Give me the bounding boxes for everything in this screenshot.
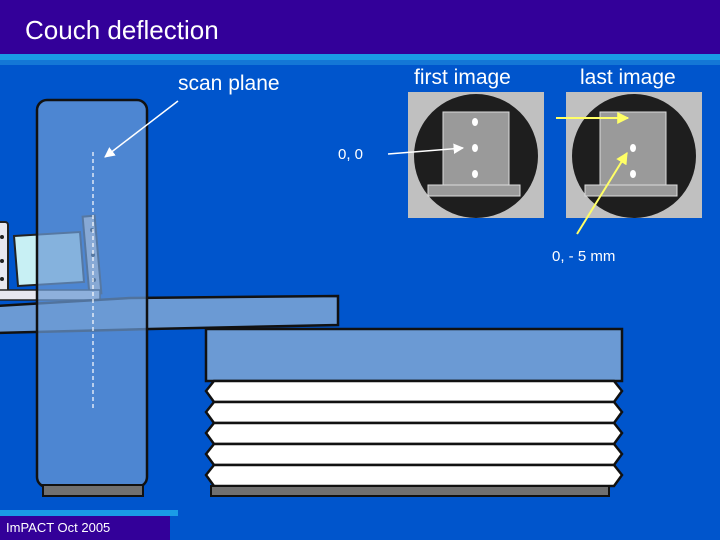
gantry-base: [42, 484, 144, 497]
footer-bar: [0, 516, 170, 540]
last-image: [566, 92, 702, 218]
couch-bellows: [204, 379, 624, 488]
couch-base-foot: [210, 485, 610, 497]
couch-base-top: [204, 327, 624, 383]
footer-stripe: [0, 510, 178, 516]
slide-title: Couch deflection: [25, 15, 219, 45]
last-coord-arrow: [576, 151, 628, 235]
scan-plane-arrow: [104, 100, 179, 158]
scan-plane-label: scan plane: [178, 72, 280, 95]
title-bar: [0, 0, 720, 54]
first-coordinate-label: 0, 0: [338, 146, 364, 163]
footer-text: ImPACT Oct 2005: [6, 520, 111, 535]
last-image-label: last image: [580, 66, 676, 89]
first-coord-arrow: [387, 143, 465, 155]
gantry: [35, 98, 149, 489]
title-bar-stripe: [0, 54, 720, 60]
first-image: [408, 92, 544, 218]
title-bar-stripe-lower: [0, 60, 720, 65]
first-image-label: first image: [414, 66, 511, 89]
last-coordinate-label: 0, - 5 mm: [552, 248, 616, 265]
